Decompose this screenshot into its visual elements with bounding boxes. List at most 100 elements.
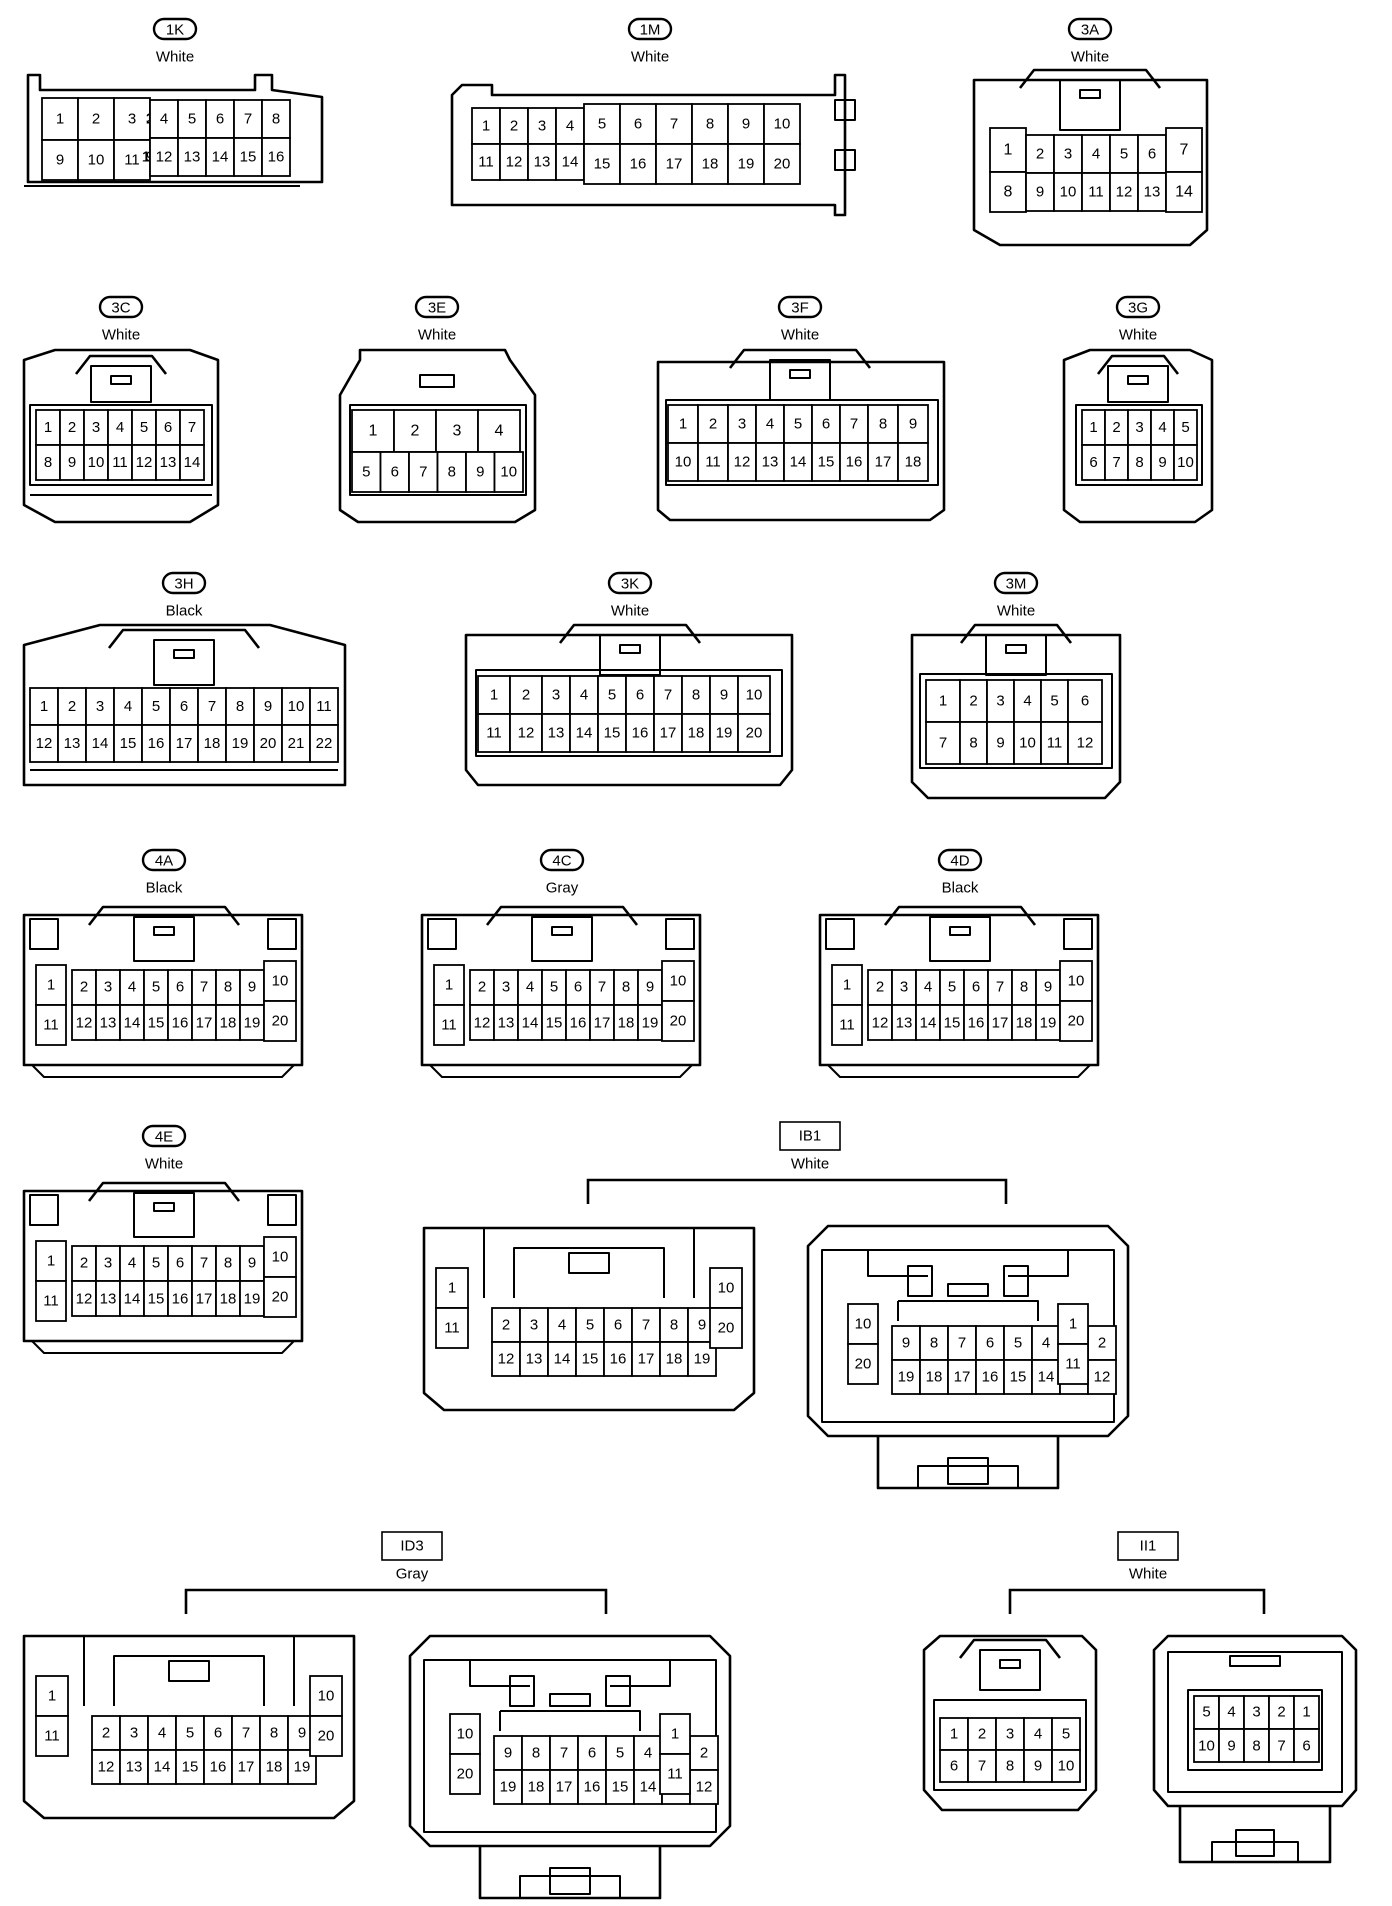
pin-number: 3 [453, 423, 462, 440]
pin-number: 4 [128, 979, 136, 996]
latch-tab [947, 1283, 989, 1297]
connector-color-label: White [997, 603, 1035, 620]
pin-number: 13 [762, 454, 779, 471]
pin-number: 4 [158, 1725, 166, 1742]
pin-number: 16 [172, 1015, 189, 1032]
pin-number: 16 [570, 1015, 587, 1032]
pin-number: 2 [969, 693, 977, 710]
pin-cell [113, 139, 151, 181]
pin-number: 14 [124, 1291, 141, 1308]
pin-cell [986, 721, 1015, 765]
pin-cell [697, 404, 729, 444]
pin-cell [995, 1717, 1025, 1751]
pin-number: 20 [774, 156, 791, 173]
inner-wall [1167, 1651, 1343, 1793]
pin-number: 7 [560, 1745, 568, 1762]
pin-number: 18 [618, 1015, 635, 1032]
pin-number: 2 [978, 1726, 986, 1743]
pin-number: 14 [1038, 1369, 1055, 1386]
pin-number: 11 [667, 1766, 683, 1783]
latch-outline [113, 1655, 265, 1706]
corner-tab [29, 918, 59, 950]
pin-number: 1 [950, 1726, 958, 1743]
pin-number: 18 [666, 1351, 683, 1368]
pin-number: 15 [818, 454, 835, 471]
pin-number: 15 [582, 1351, 599, 1368]
pin-cell [521, 1735, 551, 1771]
pin-cell [633, 1735, 663, 1771]
rear-lock [947, 1457, 989, 1485]
pin-cell [597, 713, 627, 753]
latch-slot [153, 639, 215, 686]
latch-slot [531, 916, 593, 962]
latch-outline [728, 348, 872, 369]
pin-number: 4 [580, 687, 588, 704]
pin-number: 11 [43, 1293, 59, 1310]
pin-cell [449, 1713, 481, 1755]
cavity [933, 1699, 1087, 1791]
pin-cell [633, 1769, 663, 1805]
pin-number: 1 [939, 693, 947, 710]
pin-number: 7 [1180, 142, 1189, 159]
pin-cell [143, 1004, 169, 1041]
pin-number: 15 [944, 1015, 961, 1032]
pin-number: 9 [698, 1317, 706, 1334]
pin-number: 20 [1068, 1013, 1085, 1030]
pin-number: 4 [128, 1255, 136, 1272]
pair-color-label: White [791, 1156, 829, 1173]
housing-outline [1152, 1634, 1358, 1808]
pin-number: 6 [822, 416, 830, 433]
pin-number: 13 [534, 154, 551, 171]
pin-cell [477, 675, 511, 715]
connector-code-badge [1115, 295, 1161, 319]
pin-number: 4 [124, 698, 132, 715]
connector-color-label: White [156, 49, 194, 66]
side-tab [834, 99, 856, 121]
pin-cell [697, 442, 729, 482]
pin-number: 12 [1077, 735, 1094, 752]
pin-number: 7 [208, 698, 216, 715]
pin-cell [149, 137, 179, 177]
pin-number: 1 [44, 419, 52, 436]
housing-outline [656, 360, 946, 522]
pin-cell [215, 1004, 241, 1041]
pin-cell [939, 1749, 969, 1783]
pin-number: 6 [588, 1745, 596, 1762]
pin-number: 14 [1175, 184, 1193, 201]
pin-cell [709, 1307, 743, 1349]
latch-tab [1229, 1655, 1281, 1667]
connector-code-badge [627, 17, 673, 41]
pin-number: 6 [1148, 146, 1156, 163]
latch-tab [907, 1265, 933, 1297]
pair-code-box [381, 1531, 443, 1561]
pin-number: 8 [532, 1745, 540, 1762]
pin-number: 16 [148, 735, 165, 752]
housing-outline [422, 1226, 756, 1412]
pin-number: 1 [445, 977, 453, 994]
pin-cell [1003, 1359, 1033, 1395]
pin-number: 13 [100, 1015, 117, 1032]
pin-number: 5 [186, 1725, 194, 1742]
pin-number: 7 [642, 1317, 650, 1334]
pin-number: 8 [44, 454, 52, 471]
pin-number: 4 [116, 419, 124, 436]
connector-1K: 1KWhite1231234567891011910111213141516 [24, 17, 324, 187]
pin-number: 18 [220, 1291, 237, 1308]
pin-number: 5 [152, 698, 160, 715]
corner-tab [1063, 918, 1093, 950]
pin-number: 3 [552, 687, 560, 704]
pin-number: 9 [298, 1725, 306, 1742]
pin-number: 15 [182, 1759, 199, 1776]
pin-number: 8 [1020, 979, 1028, 996]
pin-number: 11 [112, 454, 128, 471]
pin-cell [727, 442, 757, 482]
housing-outline [26, 73, 324, 184]
pin-number: 4 [558, 1317, 566, 1334]
pin-number: 7 [978, 1758, 986, 1775]
pin-number: 12 [98, 1759, 115, 1776]
pin-number: 19 [694, 1351, 711, 1368]
latch-tab [419, 374, 455, 388]
pin-number: 5 [1181, 419, 1189, 436]
housing-base [31, 1340, 295, 1354]
